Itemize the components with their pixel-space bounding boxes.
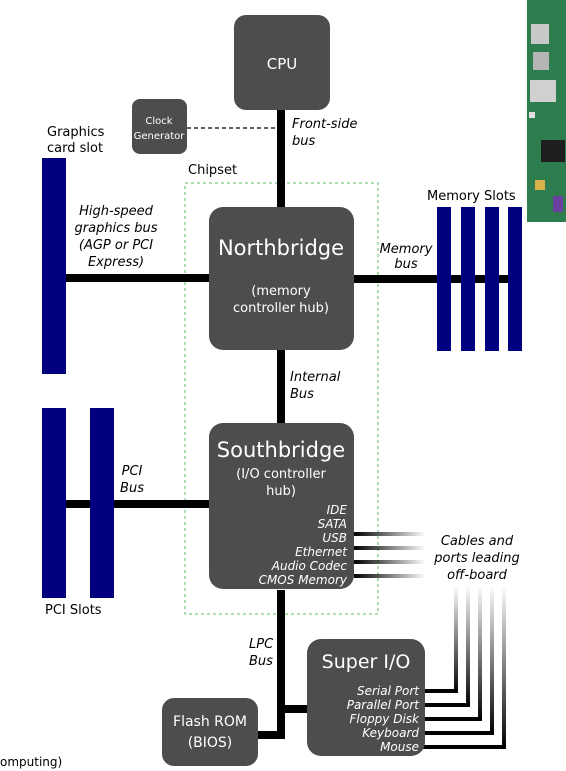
southbridge-title: Southbridge [217, 438, 345, 462]
internal-bus-line [277, 350, 285, 425]
front-side-bus-line2: bus [292, 134, 315, 149]
southbridge-port: Ethernet [295, 545, 348, 559]
cables-line2: ports leading [433, 551, 519, 566]
pci-slots-label: PCI Slots [45, 603, 102, 618]
pci-bus-line [65, 500, 210, 508]
memory-bus-line2: bus [394, 257, 417, 272]
northbridge-sub1: (memory [251, 284, 311, 299]
southbridge-port-lines [354, 532, 426, 578]
super-io-title: Super I/O [322, 651, 411, 673]
cables-line3: off-board [447, 568, 508, 583]
southbridge-ports: IDE SATA USB Ethernet Audio Codec CMOS M… [259, 503, 349, 587]
memory-slots-label: Memory Slots [427, 189, 516, 204]
super-io-port: Mouse [380, 740, 419, 754]
clock-generator-box [132, 99, 187, 154]
graphics-bus-line3: (AGP or PCI [79, 238, 153, 253]
flash-rom-line1: Flash ROM [173, 714, 247, 730]
clock-line1: Clock [145, 116, 172, 127]
lpc-to-flash-line [258, 731, 285, 739]
southbridge-port: IDE [327, 503, 348, 517]
graphics-bus-line1: High-speed [79, 204, 154, 219]
lpc-bus-line [277, 590, 285, 735]
caption-fragment: omputing) [0, 755, 62, 769]
southbridge-sub2: hub) [266, 484, 296, 499]
super-io-port: Serial Port [357, 684, 420, 698]
memory-slots [437, 207, 522, 351]
pci-bus-line1: PCI [122, 464, 143, 479]
super-io-ports: Serial Port Parallel Port Floppy Disk Ke… [347, 684, 421, 754]
front-side-bus-line [277, 108, 285, 210]
southbridge-port: Audio Codec [271, 559, 348, 573]
superio-port-lines [422, 585, 506, 749]
internal-bus-line1: Internal [290, 370, 341, 385]
southbridge-box [209, 423, 354, 589]
graphics-bus-line [65, 274, 210, 282]
graphics-slot-line1: Graphics [47, 125, 105, 140]
motherboard-photo [527, 0, 566, 222]
cpu-label: CPU [267, 55, 298, 73]
southbridge-sub1: (I/O controller [236, 467, 326, 482]
super-io-port: Keyboard [362, 726, 419, 740]
super-io-port: Parallel Port [347, 698, 421, 712]
flash-rom-line2: (BIOS) [188, 735, 233, 751]
lpc-to-superio-line [281, 705, 308, 713]
graphics-slot-line2: card slot [47, 141, 103, 156]
clock-line2: Generator [134, 131, 186, 142]
southbridge-port: USB [322, 531, 347, 545]
cpu-box [234, 15, 330, 110]
southbridge-port: SATA [318, 517, 347, 531]
pci-bus-line2: Bus [120, 481, 144, 496]
flash-rom-box [162, 698, 258, 766]
southbridge-port: CMOS Memory [259, 573, 348, 587]
internal-bus-line2: Bus [290, 387, 314, 402]
northbridge-sub2: controller hub) [233, 301, 329, 316]
super-io-port: Floppy Disk [349, 712, 420, 726]
northbridge-box [209, 207, 354, 350]
northbridge-title: Northbridge [218, 236, 344, 260]
chipset-label: Chipset [188, 163, 237, 178]
front-side-bus-line1: Front-side [292, 117, 357, 132]
memory-bus-line1: Memory [380, 242, 433, 257]
super-io-box [307, 639, 425, 756]
graphics-bus-line2: graphics bus [75, 221, 158, 236]
lpc-bus-line2: Bus [249, 654, 273, 669]
cables-line1: Cables and [441, 534, 514, 549]
graphics-bus-line4: Express) [88, 255, 144, 270]
graphics-card-slot [42, 158, 66, 374]
pci-slots [42, 408, 114, 598]
lpc-bus-line1: LPC [249, 637, 274, 652]
